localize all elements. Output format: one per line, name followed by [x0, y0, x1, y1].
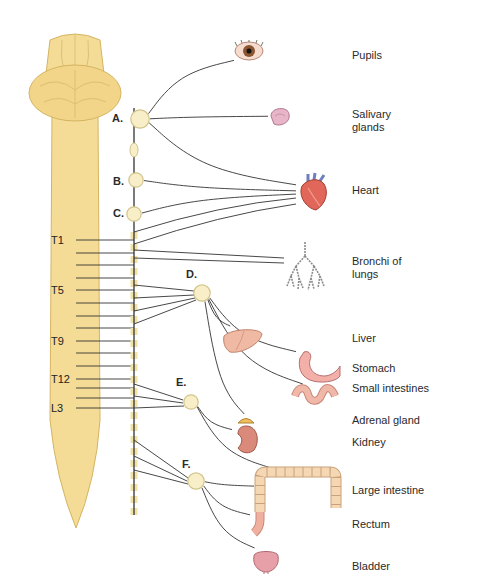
ganglion: F. [187, 472, 205, 490]
organ-label: Kidney [352, 436, 386, 449]
ganglion-circle [184, 395, 198, 409]
ganglion-circle [130, 109, 150, 129]
nerve-to-ganglion [134, 285, 196, 484]
spinal-level: T5 [51, 284, 64, 297]
organ-picture [282, 240, 328, 296]
ganglion: D. [193, 284, 211, 302]
ganglion-circle [131, 110, 149, 128]
ganglion-letter: C. [113, 207, 124, 220]
cerebellum-folds [40, 70, 110, 118]
organ-picture [232, 424, 260, 454]
ganglion-circle [188, 473, 204, 489]
organ: Salivary glands [268, 104, 292, 128]
organ: Stomach [296, 348, 342, 384]
organ-label: Heart [352, 184, 379, 197]
organ-picture [292, 384, 338, 406]
ganglion: B. [128, 172, 144, 188]
ganglion-circle [128, 172, 144, 188]
organ-label: Large intestine [352, 484, 424, 497]
nerve-fiber [197, 407, 271, 468]
organ: Adrenal gland [236, 414, 256, 424]
nerve-fiber [144, 181, 296, 191]
nerve-fiber [150, 116, 268, 119]
ganglion-circle [194, 285, 210, 301]
organ: Rectum [250, 512, 276, 534]
ganglion-letter: D. [186, 268, 197, 281]
nerve-fiber [209, 299, 303, 384]
segment-rungs [76, 240, 134, 408]
ganglion-letter: F. [182, 458, 191, 471]
ganglion-circle [127, 207, 141, 221]
ganglion-circle [193, 284, 211, 302]
organ-label: Small intestines [352, 382, 429, 395]
organ-picture [234, 40, 264, 62]
chain-ganglion [130, 143, 138, 157]
nerve-fiber [149, 123, 296, 185]
ganglion-letter: B. [113, 175, 124, 188]
nerve-fiber [142, 194, 296, 213]
organ-picture [250, 512, 276, 534]
organ: Small intestines [292, 384, 338, 406]
organ: Bronchi of lungs [282, 240, 328, 296]
organ-label: Bronchi of lungs [352, 255, 416, 281]
organ: Pupils [234, 40, 264, 62]
organ-picture [236, 414, 256, 424]
organ: Large intestine [254, 468, 342, 512]
organ-label: Stomach [352, 362, 395, 375]
ganglion-circle [183, 394, 199, 410]
nerve-fiber [198, 406, 232, 429]
spinal-level: T1 [51, 234, 64, 247]
ganglion-letter: A. [112, 112, 123, 125]
nerve-to-lungs [134, 250, 284, 263]
nerve-to-heart [134, 198, 296, 244]
ganglion: A. [130, 109, 150, 129]
nerve-fiber [148, 60, 234, 113]
nerve-fiber [205, 301, 244, 414]
organ-label: Rectum [352, 518, 390, 531]
ganglion-letter: E. [176, 376, 186, 389]
ganglion-circle [129, 173, 143, 187]
organ-picture [254, 468, 342, 512]
ganglion-circle [126, 206, 142, 222]
organ-label: Adrenal gland [352, 414, 420, 427]
nerve-fiber [205, 482, 254, 486]
organ-label: Bladder [352, 560, 390, 573]
organ: Liver [222, 326, 264, 356]
ganglion: C. [126, 206, 142, 222]
organ-picture [222, 326, 264, 356]
organ-picture [296, 348, 342, 384]
organ: Kidney [232, 424, 260, 454]
organ-label: Liver [352, 332, 376, 345]
organ-picture [268, 104, 292, 128]
nerve-fiber [202, 488, 255, 548]
cerebellum [29, 65, 121, 121]
spinal-level: L3 [51, 402, 63, 415]
organ: Heart [296, 172, 330, 212]
ganglion-circle [187, 472, 205, 490]
spinal-cord [50, 112, 100, 528]
spinal-level: T9 [51, 335, 64, 348]
organ-picture [250, 548, 282, 574]
sympathetic-chain [133, 108, 134, 515]
organ-label: Pupils [352, 49, 382, 62]
spinal-level: T12 [51, 373, 70, 386]
ganglion: E. [183, 394, 199, 410]
nerve-fiber [204, 486, 250, 515]
organ-picture [296, 172, 330, 212]
organ: Bladder [250, 548, 282, 574]
organ-label: Salivary glands [352, 108, 412, 134]
